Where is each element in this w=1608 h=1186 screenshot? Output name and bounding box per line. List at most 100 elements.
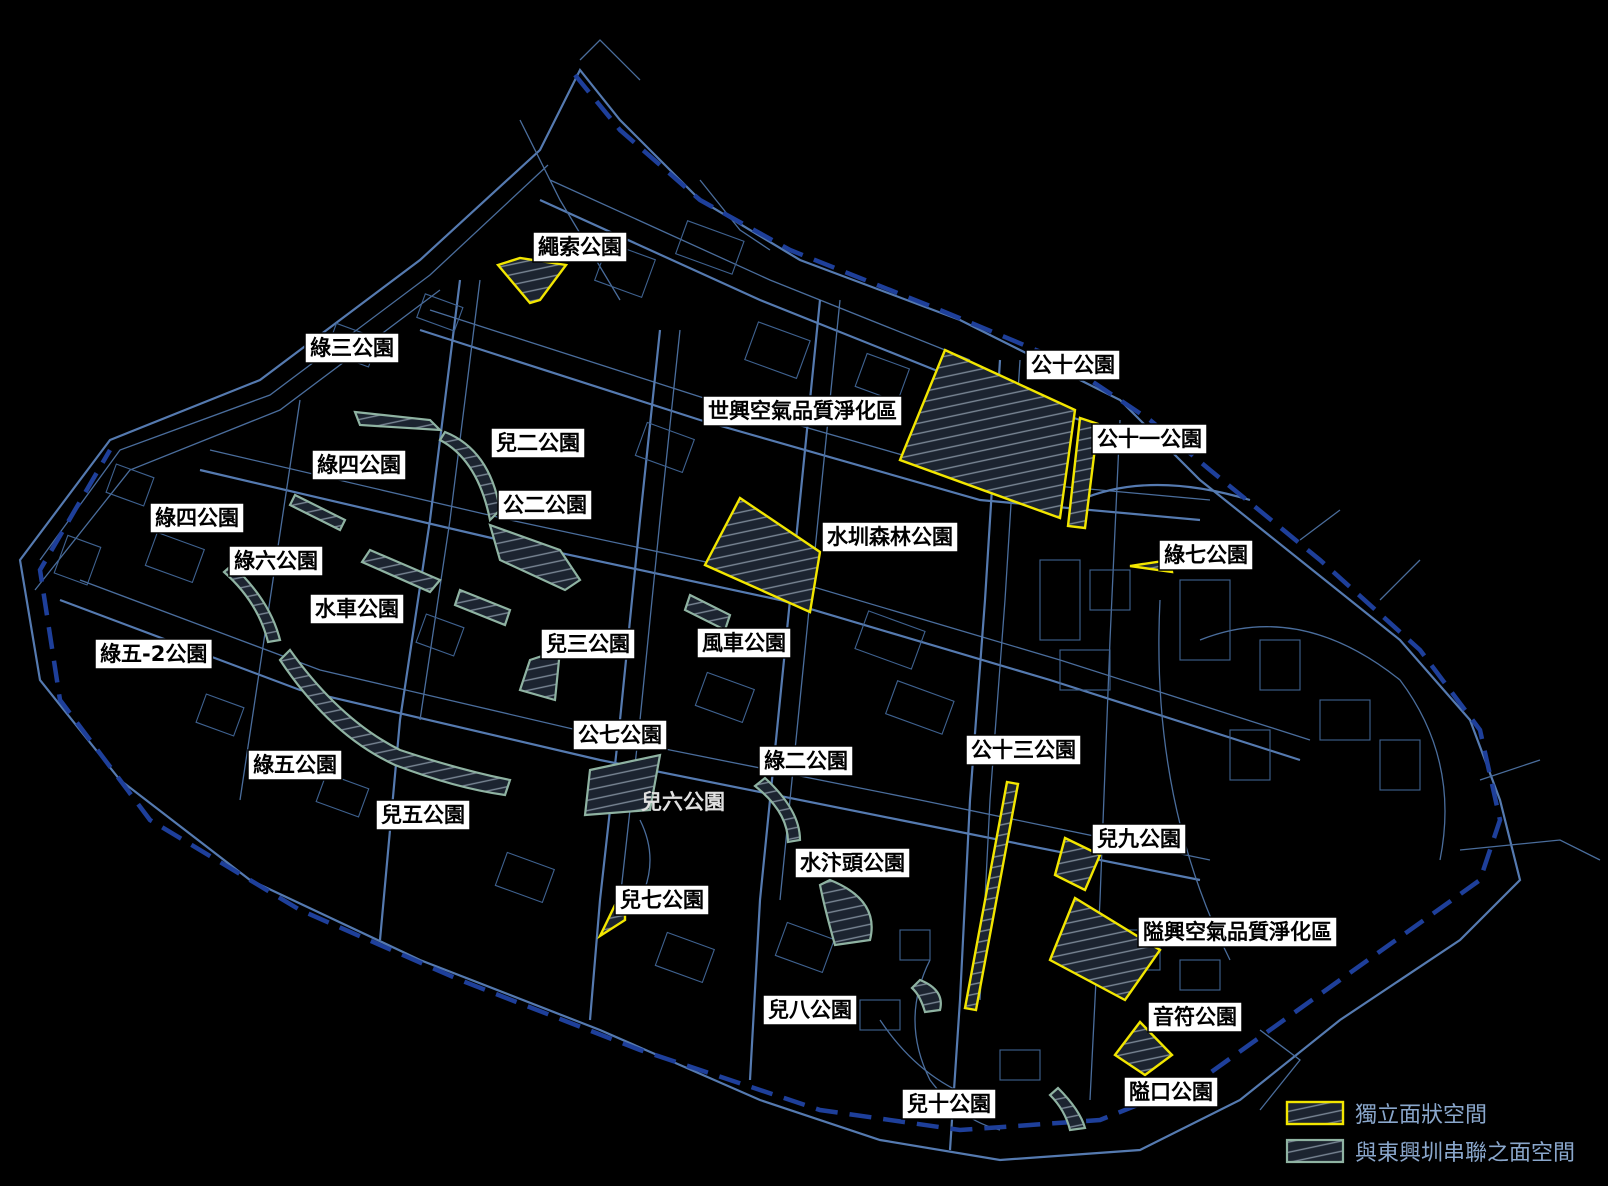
park-label-text: 兒二公園	[496, 431, 580, 455]
park-label-text: 公十一公園	[1097, 427, 1202, 451]
park-label: 兒九公園	[1091, 823, 1187, 855]
park-label-text: 水汴頭公園	[800, 851, 905, 875]
park-label-text: 綠二公園	[764, 749, 848, 773]
park-label: 綠七公園	[1158, 539, 1254, 571]
park-label-text: 公七公園	[578, 723, 662, 747]
park-area-er9	[1053, 836, 1102, 892]
park-area-aixing	[1048, 896, 1162, 1002]
park-label: 兒十公園	[901, 1088, 997, 1120]
park-areas	[222, 256, 1174, 1132]
park-label-text: 兒九公園	[1097, 827, 1181, 851]
park-label-text: 兒五公園	[381, 803, 465, 827]
park-label: 綠六公園	[228, 545, 324, 577]
park-label: 兒三公園	[540, 628, 636, 660]
park-label-text: 兒三公園	[546, 632, 630, 656]
park-label-box	[965, 734, 1082, 766]
park-label-text: 風車公園	[702, 631, 786, 655]
park-area-shuibiantou	[818, 878, 873, 947]
legend-label-connected: 與東興圳串聯之面空間	[1355, 1141, 1575, 1166]
park-label: 綠五公園	[247, 749, 343, 781]
park-area-lu2	[753, 776, 802, 844]
park-area-lu5	[278, 648, 512, 797]
park-label-box	[1091, 423, 1208, 455]
park-label: 繩索公園	[532, 231, 628, 263]
park-label: 綠四公園	[311, 449, 407, 481]
park-label-box	[1123, 1076, 1219, 1108]
park-label: 兒五公園	[375, 799, 471, 831]
park-label-box	[1158, 539, 1254, 571]
park-area-er10	[1048, 1086, 1087, 1132]
legend: 獨立面狀空間 與東興圳串聯之面空間	[1285, 1100, 1575, 1166]
park-area-lu5-2	[222, 563, 282, 644]
park-label: 公二公園	[497, 489, 593, 521]
park-label-box	[1025, 349, 1121, 381]
park-label-box	[696, 627, 792, 659]
park-area-gong7	[583, 753, 662, 817]
park-label-text: 繩索公園	[538, 235, 622, 259]
park-label-text: 綠七公園	[1164, 543, 1248, 567]
park-label-text: 世興空氣品質淨化區	[708, 399, 897, 423]
park-label: 公十一公園	[1091, 423, 1208, 455]
park-label: 水汴頭公園	[794, 847, 911, 879]
park-label-text: 隘口公園	[1129, 1080, 1213, 1104]
park-label-box	[702, 395, 903, 427]
park-label-text: 水車公園	[315, 597, 399, 621]
park-label: 公十三公園	[965, 734, 1082, 766]
park-label: 兒七公園	[614, 884, 710, 916]
park-label: 水圳森林公園	[821, 521, 959, 553]
park-label-text: 綠四公園	[317, 453, 401, 477]
park-label-box	[247, 749, 343, 781]
park-label-text: 音符公園	[1153, 1005, 1237, 1029]
park-label-text: 兒六公園	[641, 790, 725, 814]
park-label: 隘口公園	[1123, 1076, 1219, 1108]
park-label-box	[572, 719, 668, 751]
park-label-text: 公十公園	[1031, 353, 1115, 377]
park-label: 兒六公園	[641, 790, 725, 814]
park-label-box	[901, 1088, 997, 1120]
park-area-shuiche	[453, 588, 512, 627]
park-label: 綠三公園	[304, 332, 400, 364]
park-label-box	[311, 449, 407, 481]
park-label-text: 綠六公園	[234, 549, 318, 573]
legend-label-independent: 獨立面狀空間	[1355, 1103, 1487, 1128]
park-label-box	[1091, 823, 1187, 855]
park-label: 公七公園	[572, 719, 668, 751]
park-area-gong13	[963, 780, 1020, 1012]
park-label: 兒二公園	[490, 427, 586, 459]
park-label-box	[762, 994, 858, 1026]
park-area-er2	[438, 430, 502, 523]
park-area-lu3	[353, 410, 443, 432]
building-blocks	[53, 220, 1421, 1081]
park-label-text: 綠四公園	[155, 506, 239, 530]
park-label-box	[821, 521, 959, 553]
park-area-gong10	[898, 348, 1077, 520]
park-label-text: 綠五公園	[253, 753, 337, 777]
park-label: 水車公園	[309, 593, 405, 625]
park-label-box	[228, 545, 324, 577]
park-label-text: 綠五-2公園	[100, 642, 207, 666]
park-label-box	[94, 638, 214, 670]
park-label-box	[758, 745, 854, 777]
park-area-gong11	[1066, 416, 1100, 530]
park-label-text: 公二公園	[503, 493, 587, 517]
park-label-box	[490, 427, 586, 459]
park-label-text: 兒七公園	[620, 888, 704, 912]
park-label-box	[794, 847, 911, 879]
park-label-text: 隘興空氣品質淨化區	[1143, 920, 1332, 944]
park-label: 兒八公園	[762, 994, 858, 1026]
park-label-box	[614, 884, 710, 916]
park-area-lu4	[288, 493, 347, 532]
park-area-yinfu	[1113, 1020, 1174, 1077]
park-label-box	[304, 332, 400, 364]
park-label-box	[1137, 916, 1338, 948]
park-area-lu6	[360, 548, 442, 594]
park-label: 綠二公園	[758, 745, 854, 777]
park-label-box	[540, 628, 636, 660]
park-label-box	[497, 489, 593, 521]
park-label-box	[1147, 1001, 1243, 1033]
park-label-text: 綠三公園	[310, 336, 394, 360]
legend-swatch-connected	[1285, 1138, 1345, 1164]
park-label: 綠五-2公園	[94, 638, 214, 670]
park-label: 世興空氣品質淨化區	[702, 395, 903, 427]
park-area-er8	[910, 978, 942, 1014]
